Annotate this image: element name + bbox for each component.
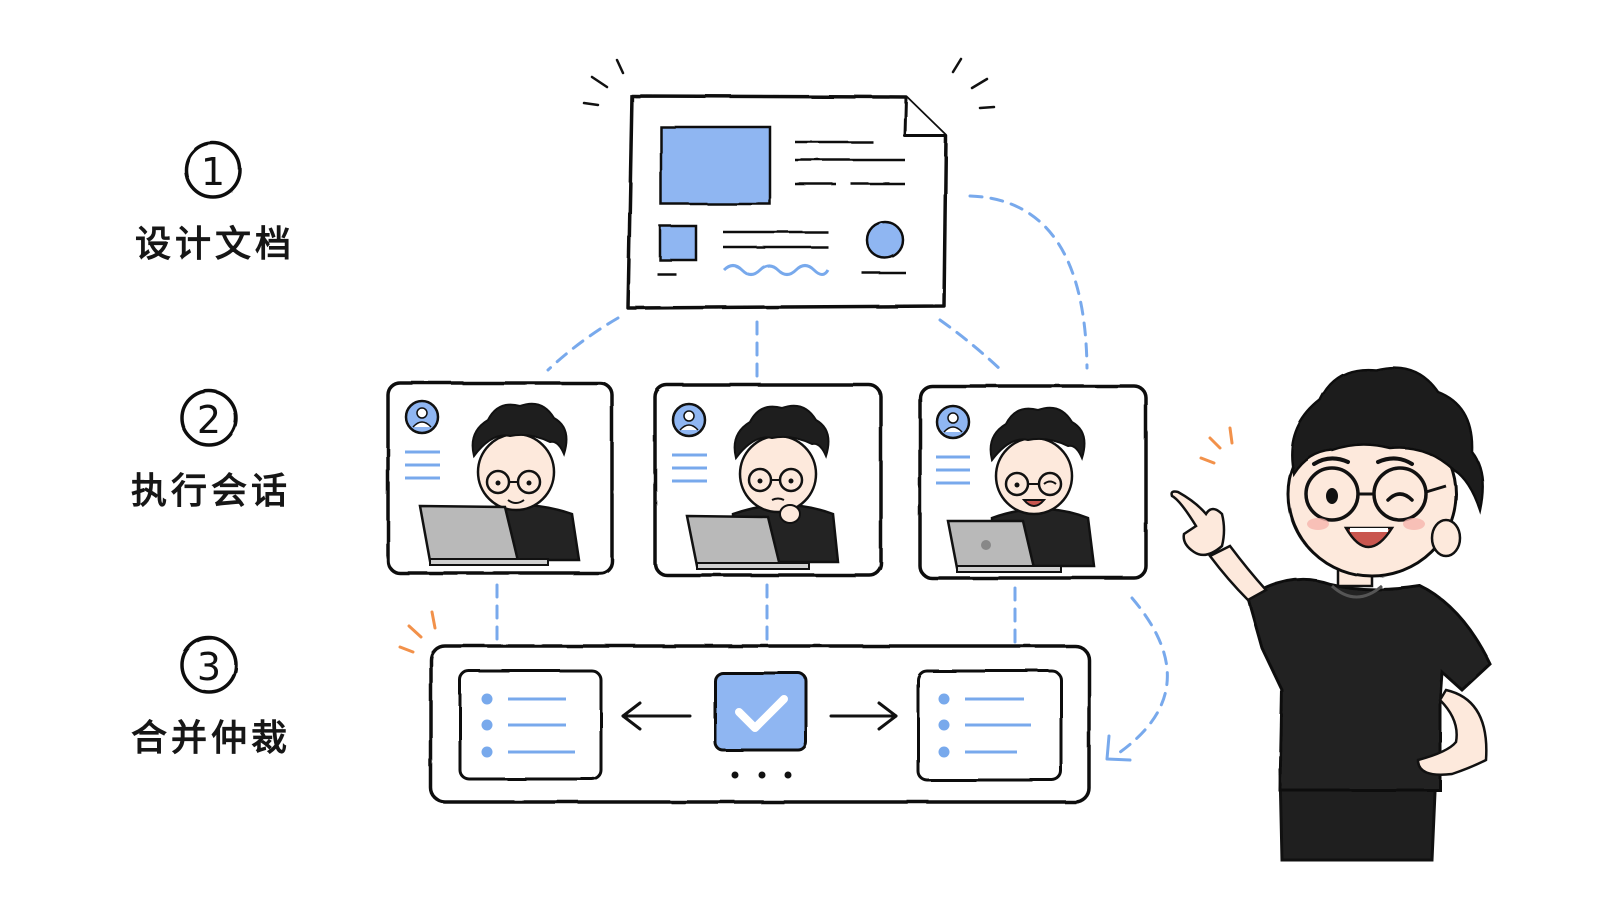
session-panel-1 bbox=[386, 381, 614, 575]
step-3-label: 合并仲裁 bbox=[131, 718, 291, 759]
design-document-icon bbox=[626, 94, 948, 310]
developer-figure-winking bbox=[946, 406, 1096, 573]
merge-sparkle bbox=[398, 610, 437, 654]
step-3-marker: 3 bbox=[180, 636, 238, 694]
step-2-marker: 2 bbox=[180, 389, 238, 447]
merge-arbitration-panel bbox=[429, 644, 1091, 804]
step-1-number: 1 bbox=[201, 150, 225, 194]
user-avatar-icon bbox=[671, 402, 707, 438]
session-panel-2 bbox=[653, 383, 883, 577]
ellipsis-icon bbox=[731, 771, 792, 779]
developer-figure-focused bbox=[418, 402, 581, 566]
arrow-right-icon bbox=[829, 701, 898, 731]
step-3-number: 3 bbox=[197, 645, 221, 689]
arrow-left-icon bbox=[621, 701, 692, 731]
step-2-label: 执行会话 bbox=[131, 471, 291, 512]
user-avatar-icon bbox=[404, 399, 440, 435]
step-1-marker: 1 bbox=[184, 141, 242, 199]
merge-list-right bbox=[916, 669, 1063, 782]
presenter-character bbox=[1170, 366, 1492, 862]
developer-figure-thinking bbox=[685, 404, 840, 570]
presenter-sparkle bbox=[1199, 426, 1234, 465]
check-icon bbox=[713, 671, 808, 752]
dashed-connectors bbox=[495, 194, 1169, 757]
session-panel-3 bbox=[918, 384, 1148, 580]
document-sparkle bbox=[582, 57, 996, 110]
step-1-label: 设计文档 bbox=[135, 224, 295, 265]
step-2-number: 2 bbox=[197, 398, 221, 442]
merge-list-left bbox=[458, 669, 603, 781]
arbiter-return-arrowhead bbox=[1105, 734, 1132, 762]
user-avatar-icon bbox=[935, 404, 971, 440]
